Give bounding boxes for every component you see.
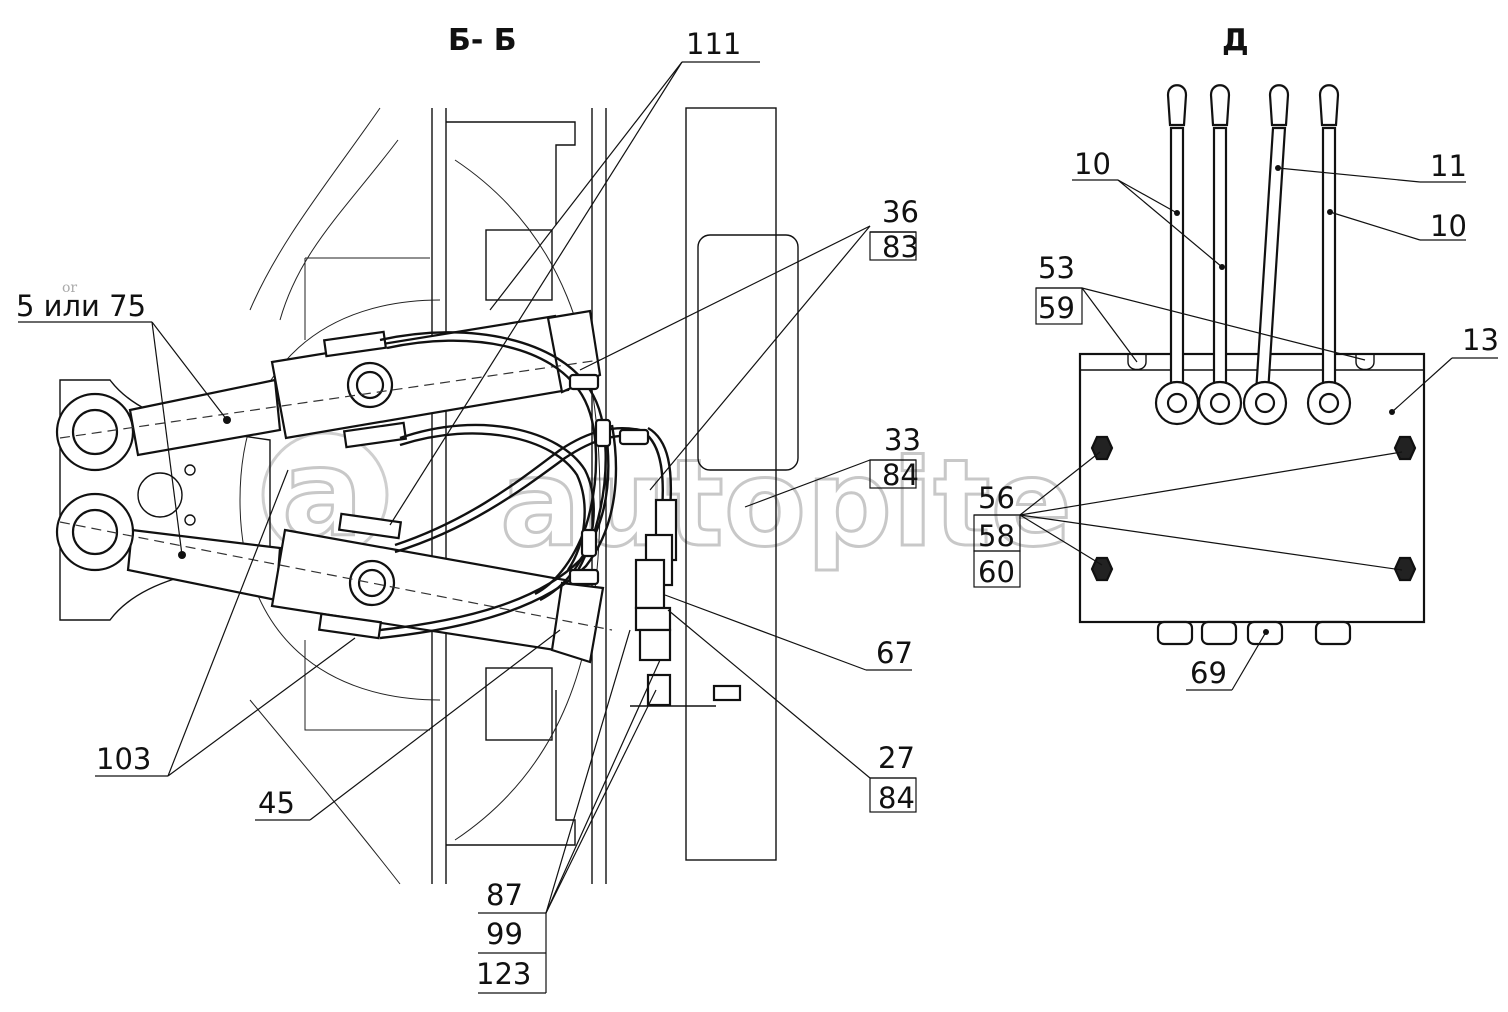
callout-10-left: 10	[1074, 147, 1111, 181]
callout-87: 87	[486, 878, 523, 912]
callout-60: 60	[978, 555, 1015, 589]
callout-10-right: 10	[1430, 209, 1467, 243]
callout-103: 103	[96, 742, 151, 776]
callout-53: 53	[1038, 251, 1075, 285]
callout-84-lower: 84	[878, 781, 915, 815]
control-levers	[1154, 84, 1352, 426]
callout-27: 27	[878, 741, 915, 775]
callout-56: 56	[978, 481, 1015, 515]
callout-33: 33	[884, 423, 921, 457]
section-title: Б- Б	[448, 23, 517, 58]
callout-84-upper: 84	[882, 458, 919, 492]
callout-11: 11	[1430, 149, 1467, 183]
callout-5-or-75: 5 или 75	[16, 289, 146, 323]
lower-hydraulic-cylinder	[55, 492, 613, 664]
leader-lines	[18, 61, 1498, 994]
callout-59: 59	[1038, 291, 1075, 325]
callout-labels: 111 36 83 5 или 75 33 84 67 27 84 103 45…	[16, 27, 1499, 991]
callout-13: 13	[1462, 323, 1499, 357]
callout-111: 111	[686, 27, 741, 61]
valve-fitting-assembly	[630, 498, 742, 707]
callout-36: 36	[882, 195, 919, 229]
callout-67: 67	[876, 636, 913, 670]
view-title: Д	[1222, 23, 1249, 58]
watermark-small: or	[62, 280, 77, 296]
callout-123: 123	[476, 957, 531, 991]
callout-99: 99	[486, 917, 523, 951]
callout-69: 69	[1190, 656, 1227, 690]
callout-58: 58	[978, 519, 1015, 553]
titles: Б- Б Д	[448, 23, 1249, 58]
control-valve-block	[1078, 352, 1426, 646]
hydraulic-hoses	[379, 331, 673, 640]
callout-83: 83	[882, 230, 919, 264]
callout-45: 45	[258, 786, 295, 820]
